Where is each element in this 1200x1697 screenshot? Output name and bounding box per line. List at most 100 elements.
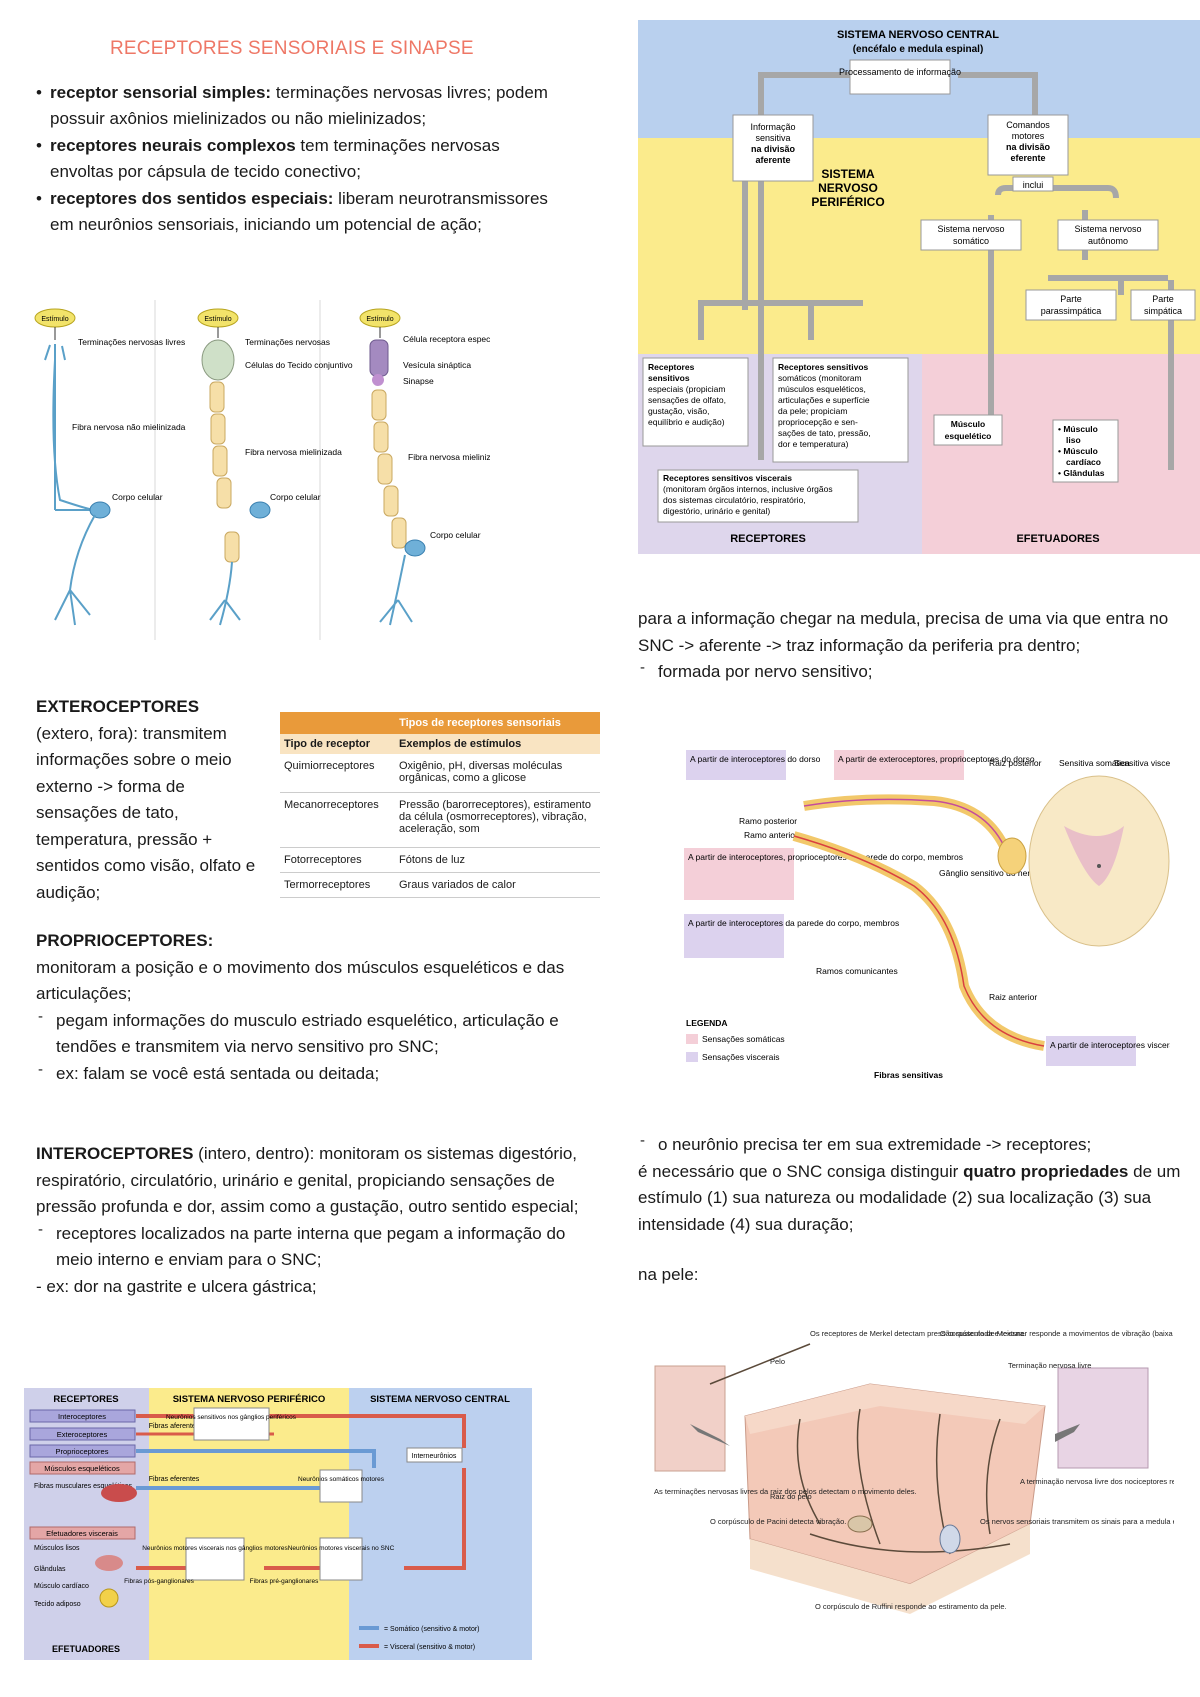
svg-text:Sinapse: Sinapse [403,376,434,386]
interoceptores-heading: INTEROCEPTORES [36,1144,194,1163]
svg-text:A partir de interoceptores, pr: A partir de interoceptores, propriocepto… [688,852,963,862]
svg-text:O corpúsculo de Ruffini respon: O corpúsculo de Ruffini responde ao esti… [815,1602,1007,1611]
svg-text:somático: somático [953,236,989,246]
n1-label-2: Fibra nervosa não mielinizada [72,422,186,432]
svg-text:Glândulas: Glândulas [34,1566,66,1573]
stimulus-properties-text: o neurônio precisa ter em sua extremidad… [638,1128,1183,1289]
svg-text:= Somático (sensitivo & motor): = Somático (sensitivo & motor) [384,1626,480,1633]
proprioceptores-heading: PROPRIOCEPTORES: [36,931,214,950]
svg-text:SISTEMA NERVOSO CENTRAL: SISTEMA NERVOSO CENTRAL [837,29,999,41]
svg-text:na divisão: na divisão [1006,142,1051,152]
svg-text:sensitivos: sensitivos [648,373,690,383]
svg-text:Corpo celular: Corpo celular [270,492,321,502]
svg-text:motores: motores [1012,131,1045,141]
svg-text:NERVOSO: NERVOSO [818,181,878,195]
svg-text:na divisão: na divisão [751,144,796,154]
right-dash-item: o neurônio precisa ter em sua extremidad… [638,1128,1183,1159]
svg-text:gustação, visão,: gustação, visão, [648,406,709,416]
svg-text:Receptores sensitivos: Receptores sensitivos [778,362,869,372]
svg-text:articulações e superfície: articulações e superfície [778,395,870,405]
svg-text:Processamento de informação: Processamento de informação [839,67,961,77]
table-row: Quimiorreceptores Oxigênio, pH, diversas… [280,754,600,793]
svg-text:LEGENDA: LEGENDA [686,1018,728,1028]
svg-text:Os receptores de Merkel detect: Os receptores de Merkel detectam pressão… [810,1329,1026,1338]
table-row: Termorreceptores Graus variados de calor [280,873,600,898]
proprioceptores-section: PROPRIOCEPTORES: monitoram a posição e o… [36,928,576,1087]
nervous-system-diagram: SISTEMA NERVOSO CENTRAL (encéfalo e medu… [638,20,1200,554]
svg-text:autônomo: autônomo [1088,236,1128,246]
svg-text:RECEPTORES: RECEPTORES [730,533,806,545]
right-dash-item: formada por nervo sensitivo; [638,655,1178,686]
svg-text:Ramos comunicantes: Ramos comunicantes [816,966,898,976]
bullet-item: receptores neurais complexos tem termina… [36,133,556,185]
svg-text:• Músculo: • Músculo [1058,424,1098,434]
svg-text:Raiz anterior: Raiz anterior [989,992,1037,1002]
spinal-nerve-diagram: A partir de interoceptores do dorso A pa… [684,750,1170,1080]
nervous-flow-diagram: RECEPTORES SISTEMA NERVOSO PERIFÉRICO SI… [24,1388,532,1660]
svg-text:Neurônios motores viscerais no: Neurônios motores viscerais nos gânglios… [142,1545,288,1552]
svg-text:Neurônios sensitivos nos gângl: Neurônios sensitivos nos gânglios perifé… [166,1414,297,1421]
svg-text:Proprioceptores: Proprioceptores [56,1447,109,1456]
intero-dash-item: receptores localizados na parte interna … [36,1217,581,1274]
na-pele-label: na pele: [638,1265,699,1284]
svg-text:As terminações nervosas livres: As terminações nervosas livres da raiz d… [654,1487,917,1496]
svg-text:liso: liso [1066,435,1081,445]
svg-text:parassimpática: parassimpática [1041,306,1102,316]
neuron-receptors-figure: Estímulo Terminações nervosas livres Fib… [34,300,490,640]
svg-text:A partir de exteroceptores, pr: A partir de exteroceptores, propriocepto… [838,754,1035,764]
intero-example: - ex: dor na gastrite e ulcera gástrica; [36,1276,317,1296]
receptor-types-table: Tipos de receptores sensoriais Tipo de r… [280,712,600,898]
svg-text:Sensitiva visceral: Sensitiva visceral [1114,758,1170,768]
svg-text:Músculos lisos: Músculos lisos [34,1545,80,1552]
svg-text:cardíaco: cardíaco [1066,457,1101,467]
svg-text:Neurônios somáticos motores: Neurônios somáticos motores [298,1476,385,1483]
svg-text:Exteroceptores: Exteroceptores [57,1430,108,1439]
svg-text:sensitiva: sensitiva [755,133,790,143]
svg-text:Músculo cardíaco: Músculo cardíaco [34,1583,89,1590]
table-title: Tipos de receptores sensoriais [280,712,600,734]
table-row: Mecanorreceptores Pressão (barorreceptor… [280,793,600,848]
svg-text:equilíbrio e audição): equilíbrio e audição) [648,417,725,427]
table-header: Exemplos de estímulos [399,738,522,750]
table-row: Fotorreceptores Fótons de luz [280,848,600,873]
svg-text:dor e temperatura): dor e temperatura) [778,439,849,449]
svg-text:A terminação nervosa livre dos: A terminação nervosa livre dos nocicepto… [1020,1477,1174,1486]
svg-text:Músculos esqueléticos: Músculos esqueléticos [44,1464,120,1473]
svg-text:Sensações somáticas: Sensações somáticas [702,1034,785,1044]
svg-text:Terminação nervosa livre: Terminação nervosa livre [1008,1361,1091,1370]
exteroceptores-text: (extero, fora): transmitem informações s… [36,723,256,902]
svg-text:Fibras pré-ganglionares: Fibras pré-ganglionares [250,1578,319,1585]
svg-text:O corpúsculo de Meissner respo: O corpúsculo de Meissner responde a movi… [940,1329,1174,1338]
svg-text:EFETUADORES: EFETUADORES [52,1644,120,1654]
skin-receptors-diagram: Os receptores de Merkel detectam pressão… [654,1329,1174,1614]
proprioceptores-text: monitoram a posição e o movimento dos mú… [36,957,565,1004]
svg-text:Sensações viscerais: Sensações viscerais [702,1052,779,1062]
svg-text:Receptores sensitivos viscerai: Receptores sensitivos viscerais [663,473,792,483]
afferent-path-text: para a informação chegar na medula, prec… [638,606,1178,686]
svg-text:A partir de interoceptores vis: A partir de interoceptores viscerais [1050,1040,1170,1050]
svg-text:propriocepção e sen-: propriocepção e sen- [778,417,858,427]
svg-text:digestório, urinário e genital: digestório, urinário e genital) [663,506,770,516]
svg-text:da pele; propiciam: da pele; propiciam [778,406,847,416]
svg-text:somáticos (monitoram: somáticos (monitoram [778,373,862,383]
intro-bullets: receptor sensorial simples: terminações … [36,80,556,239]
svg-text:Informação: Informação [750,122,795,132]
svg-text:eferente: eferente [1010,153,1045,163]
svg-text:Parte: Parte [1152,294,1174,304]
svg-text:Raiz posterior: Raiz posterior [989,758,1042,768]
svg-text:simpática: simpática [1144,306,1182,316]
svg-text:dos sistemas circulatório, res: dos sistemas circulatório, respiratório, [663,495,806,505]
svg-text:Interoceptores: Interoceptores [58,1412,106,1421]
n1-label-1: Terminações nervosas livres [78,337,185,347]
svg-text:= Visceral (sensitivo & motor): = Visceral (sensitivo & motor) [384,1644,475,1651]
svg-text:Vesícula sináptica: Vesícula sináptica [403,360,471,370]
svg-text:especiais (propiciam: especiais (propiciam [648,384,725,394]
svg-text:Efetuadores viscerais: Efetuadores viscerais [46,1529,118,1538]
svg-text:Fibras sensitivas: Fibras sensitivas [874,1070,943,1080]
stimulus-label: Estímulo [41,316,68,323]
exteroceptores-section: EXTEROCEPTORES (extero, fora): transmite… [36,694,256,906]
svg-text:SISTEMA NERVOSO CENTRAL: SISTEMA NERVOSO CENTRAL [370,1394,510,1405]
svg-text:Gânglio sensitivo do nervo esp: Gânglio sensitivo do nervo espinal [939,868,1069,878]
svg-text:Os nervos sensoriais transmite: Os nervos sensoriais transmitem os sinai… [980,1517,1174,1526]
svg-text:O corpúsculo de Pacini detecta: O corpúsculo de Pacini detecta vibração. [710,1517,846,1526]
